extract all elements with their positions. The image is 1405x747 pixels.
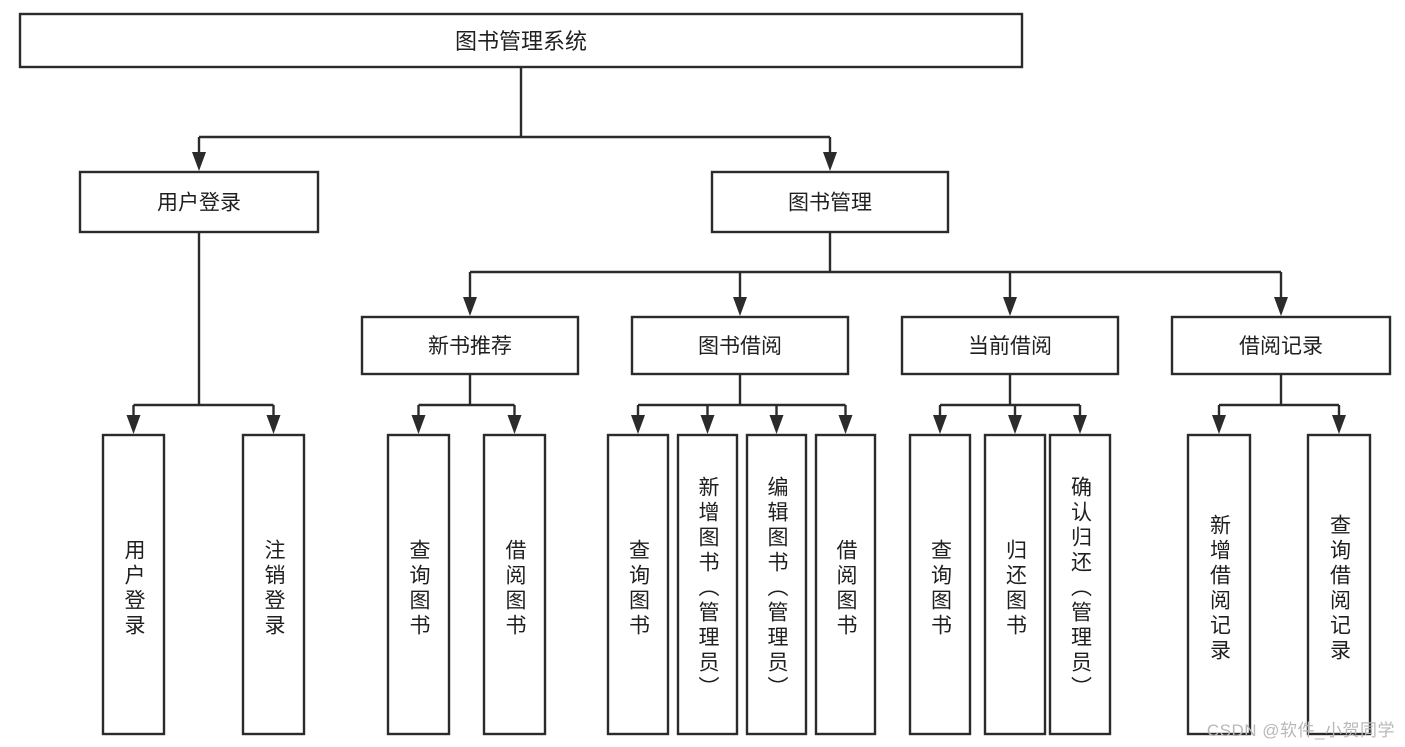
leaf-box-9[interactable]: [983, 433, 1047, 736]
arrowhead-icon: [733, 297, 747, 316]
node-layer: [18, 12, 1392, 736]
arrowhead-icon: [507, 415, 522, 434]
node-level3-box-2[interactable]: [900, 315, 1120, 376]
node-root-label: 图书管理系统: [455, 29, 587, 54]
node-level3-box-0[interactable]: [360, 315, 580, 376]
node-level3-box-3[interactable]: [1170, 315, 1392, 376]
leaf-box-0[interactable]: [101, 433, 166, 736]
arrowhead-icon: [933, 415, 947, 434]
node-level3-box-1[interactable]: [630, 315, 850, 376]
arrowhead-icon: [411, 415, 426, 434]
leaf-box-8[interactable]: [908, 433, 972, 736]
leaf-box-10[interactable]: [1048, 433, 1112, 736]
leaf-box-1[interactable]: [241, 433, 306, 736]
node-level3-label-0: 新书推荐: [428, 335, 512, 358]
leaf-box-11[interactable]: [1186, 433, 1252, 736]
leaf-box-3[interactable]: [482, 433, 547, 736]
arrowhead-icon: [1274, 297, 1288, 316]
node-root-box[interactable]: [18, 12, 1024, 69]
arrowhead-icon: [823, 152, 837, 171]
node-level2-box-0[interactable]: [78, 170, 320, 234]
arrowhead-icon: [1003, 297, 1017, 316]
connector-layer: [132, 67, 1341, 416]
arrowhead-icon: [769, 415, 784, 434]
leaf-box-5[interactable]: [676, 433, 739, 736]
node-level2-box-1[interactable]: [710, 170, 950, 234]
arrowhead-icon: [1332, 415, 1346, 434]
arrowhead-icon: [126, 415, 141, 434]
node-level2-label-1: 图书管理: [788, 192, 872, 215]
node-level3-label-1: 图书借阅: [698, 335, 782, 358]
leaf-box-6[interactable]: [745, 433, 808, 736]
arrowhead-icon: [192, 152, 206, 171]
leaf-box-7[interactable]: [814, 433, 877, 736]
leaf-box-2[interactable]: [386, 433, 451, 736]
node-level3-label-2: 当前借阅: [968, 335, 1052, 358]
arrowhead-icon: [1008, 415, 1022, 434]
leaf-box-12[interactable]: [1306, 433, 1372, 736]
watermark: CSDN @软件_小贺同学: [1206, 721, 1395, 740]
arrowhead-icon: [266, 415, 281, 434]
arrowhead-icon: [838, 415, 853, 434]
arrowhead-layer: [126, 152, 1346, 434]
arrowhead-icon: [463, 297, 477, 316]
node-level2-label-0: 用户登录: [157, 192, 241, 215]
leaf-box-4[interactable]: [606, 433, 670, 736]
arrowhead-icon: [631, 415, 645, 434]
arrowhead-icon: [1073, 415, 1087, 434]
node-level3-label-3: 借阅记录: [1239, 335, 1323, 358]
arrowhead-icon: [700, 415, 715, 434]
arrowhead-icon: [1212, 415, 1226, 434]
